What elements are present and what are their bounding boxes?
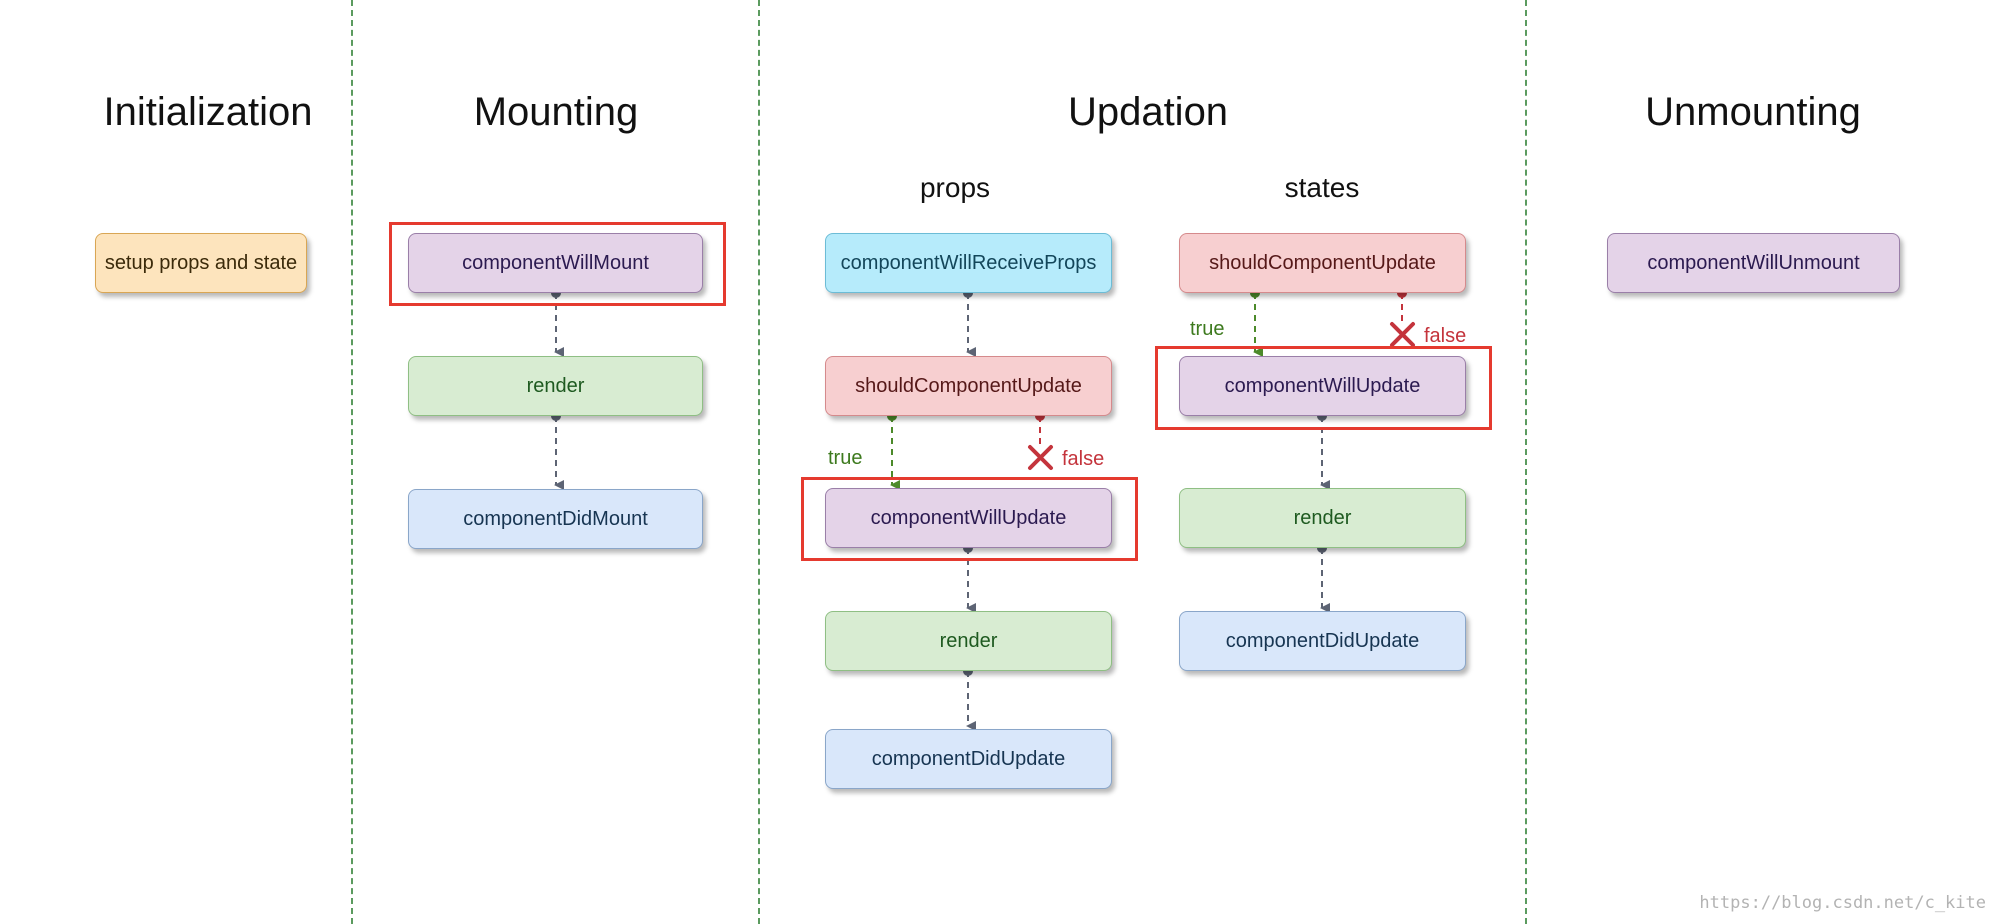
- node-component-did-mount: componentDidMount: [408, 489, 703, 549]
- phase-initialization-title: Initialization: [103, 90, 313, 134]
- arrow-states-false-branch: [1397, 288, 1407, 325]
- column-divider: [758, 0, 760, 924]
- phase-mounting-title: Mounting: [473, 90, 639, 134]
- watermark-url: https://blog.csdn.net/c_kite: [1699, 893, 1986, 913]
- node-component-will-mount: componentWillMount: [408, 233, 703, 293]
- props-false-label: false: [1062, 448, 1105, 470]
- node-setup-props-and-state: setup props and state: [95, 233, 307, 293]
- states-true-label: true: [1190, 318, 1225, 340]
- node-mount-render: render: [408, 356, 703, 416]
- node-states-render: render: [1179, 488, 1466, 548]
- highlight-props-component-will-update: [801, 477, 1138, 561]
- node-states-component-will-update: componentWillUpdate: [1179, 356, 1466, 416]
- node-props-component-will-update: componentWillUpdate: [825, 488, 1112, 548]
- x-icon: [1390, 322, 1415, 347]
- arrow-states-true-branch: [1250, 288, 1263, 357]
- states-false-label: false: [1424, 325, 1467, 347]
- node-props-should-component-update: shouldComponentUpdate: [825, 356, 1112, 416]
- arrow-receiveprops-to-should: [963, 288, 976, 357]
- node-component-will-receive-props: componentWillReceiveProps: [825, 233, 1112, 293]
- arrow-states-render-to-didupdate: [1317, 543, 1330, 613]
- node-props-component-did-update: componentDidUpdate: [825, 729, 1112, 789]
- node-states-should-component-update: shouldComponentUpdate: [1179, 233, 1466, 293]
- states-subheading: states: [1284, 172, 1360, 203]
- node-component-will-unmount: componentWillUnmount: [1607, 233, 1900, 293]
- arrow-props-true-branch: [887, 411, 900, 490]
- phase-updation-title: Updation: [1067, 90, 1229, 134]
- arrow-props-render-to-didupdate: [963, 666, 976, 731]
- phase-unmounting-title: Unmounting: [1645, 90, 1861, 134]
- x-icon: [1028, 445, 1053, 470]
- props-true-label: true: [828, 447, 863, 469]
- column-divider: [351, 0, 353, 924]
- props-subheading: props: [919, 172, 991, 203]
- node-states-component-did-update: componentDidUpdate: [1179, 611, 1466, 671]
- highlight-component-will-mount: [389, 222, 726, 306]
- node-props-render: render: [825, 611, 1112, 671]
- arrow-render-to-didmount: [551, 411, 564, 490]
- column-divider: [1525, 0, 1527, 924]
- highlight-states-component-will-update: [1155, 346, 1492, 430]
- arrow-props-false-branch: [1035, 411, 1045, 448]
